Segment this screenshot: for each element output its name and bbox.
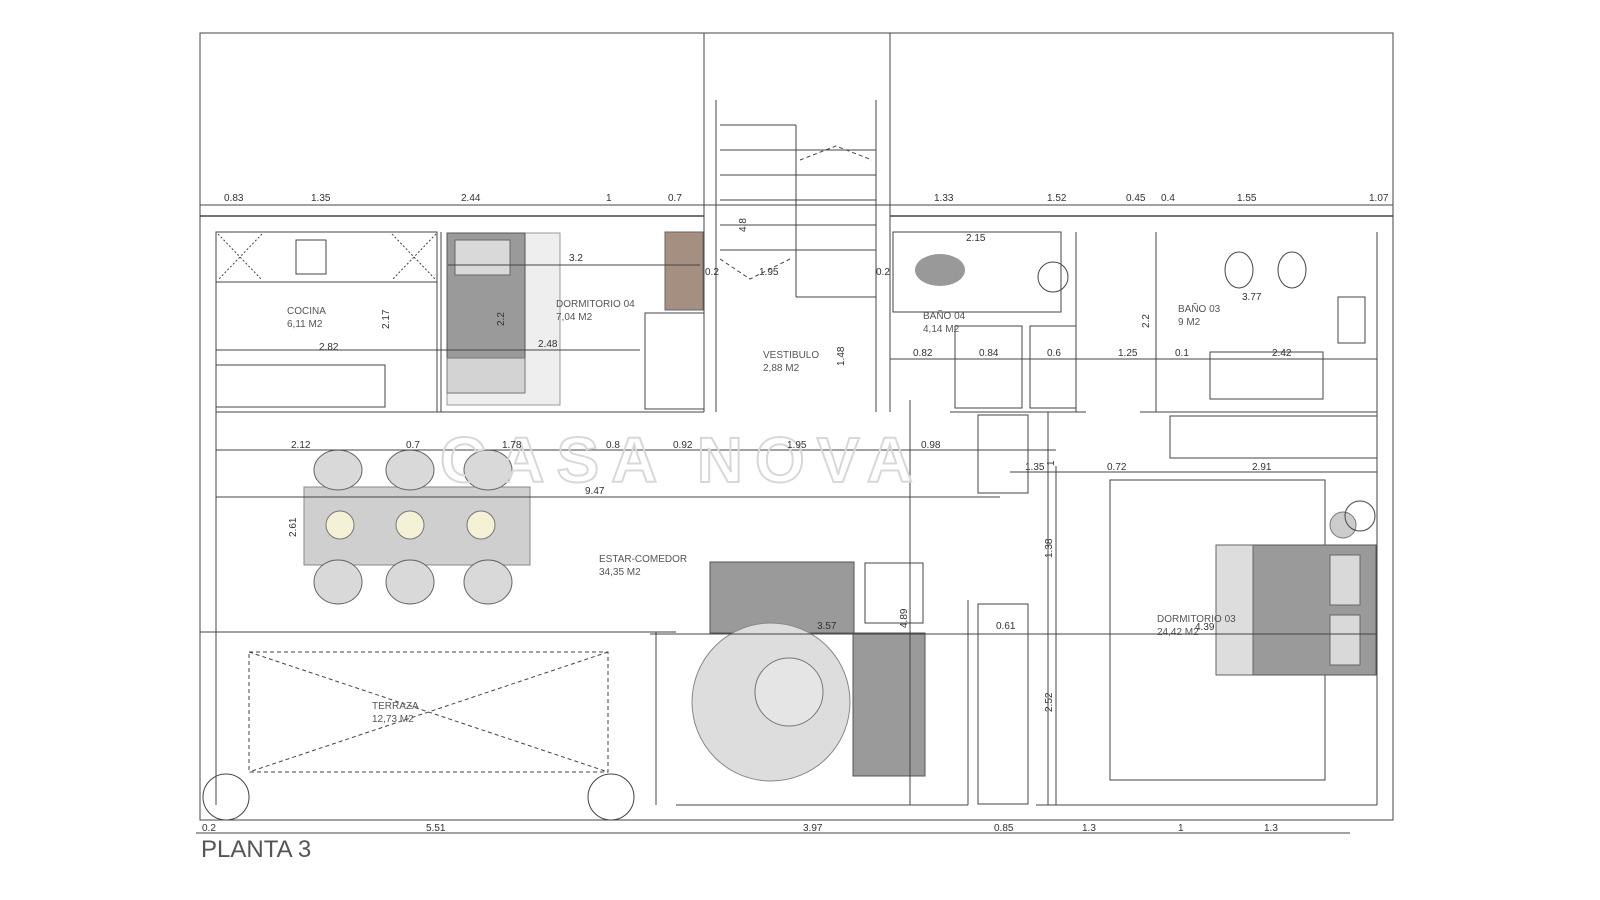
- dim-label: 0.7: [668, 193, 682, 204]
- dim-label: 3.97: [803, 823, 823, 834]
- dim-label: 0.85: [994, 823, 1014, 834]
- dim-label: 1.78: [502, 440, 522, 451]
- dim-label: 2.17: [381, 309, 392, 329]
- svg-text:7,04 M2: 7,04 M2: [556, 312, 593, 323]
- dim-label: 1.38: [1044, 538, 1055, 558]
- plan-title: PLANTA 3: [201, 836, 311, 863]
- svg-text:BAÑO 04: BAÑO 04: [923, 309, 966, 322]
- svg-text:2,88 M2: 2,88 M2: [763, 363, 800, 374]
- sofa-set: [691, 561, 926, 782]
- dim-label: 0.7: [406, 440, 420, 451]
- dim-label: 1.35: [1025, 462, 1045, 473]
- dim-label: 1: [606, 193, 612, 204]
- dim-label: 1.3: [1264, 823, 1278, 834]
- dim-label: 0.82: [913, 348, 933, 359]
- dim-label: 1.55: [1237, 193, 1257, 204]
- dim-label: 4.39: [1195, 622, 1215, 633]
- dim-label: 0.6: [1047, 348, 1061, 359]
- dining-table: [303, 449, 531, 605]
- dim-label: 3.57: [817, 621, 837, 632]
- dim-label: 4.89: [899, 608, 910, 628]
- svg-text:COCINA: COCINA: [287, 306, 326, 317]
- dim-label: 2.48: [538, 339, 558, 350]
- bathroom-fixtures: [892, 231, 1378, 459]
- dim-label: 0.45: [1126, 193, 1146, 204]
- dim-label: 1.07: [1369, 193, 1389, 204]
- room-label-bano-04: BAÑO 04 4,14 M2: [923, 309, 966, 335]
- dim-label: 1.25: [1118, 348, 1138, 359]
- dim-label: 1.48: [836, 346, 847, 366]
- staircase: [719, 124, 876, 298]
- dim-label: 1.33: [934, 193, 954, 204]
- room-label-terraza: TERRAZA 12,73 M2: [372, 701, 419, 725]
- dim-label: 2.15: [966, 233, 986, 244]
- room-label-dormitorio-04: DORMITORIO 04 7,04 M2: [556, 299, 635, 323]
- dim-label: 1: [1046, 460, 1057, 466]
- svg-text:DORMITORIO 03: DORMITORIO 03: [1157, 614, 1236, 625]
- walls: [199, 32, 1394, 821]
- dim-label: 4.8: [738, 218, 749, 232]
- watermark: CASA NOVA: [440, 424, 925, 496]
- room-label-vestibulo: VESTIBULO 2,88 M2: [763, 350, 819, 374]
- dim-label: 2.91: [1252, 462, 1272, 473]
- dim-label: 2.2: [1141, 314, 1152, 328]
- bed-dormitorio-04: [446, 231, 705, 410]
- dim-label: 2.61: [288, 517, 299, 537]
- dim-label: 0.84: [979, 348, 999, 359]
- dim-label: 0.72: [1107, 462, 1127, 473]
- dim-label: 1: [1178, 823, 1184, 834]
- svg-text:12,73 M2: 12,73 M2: [372, 714, 414, 725]
- room-label-cocina: COCINA 6,11 M2: [287, 306, 326, 330]
- dim-label: 0.61: [996, 621, 1016, 632]
- svg-text:24,42 M2: 24,42 M2: [1157, 627, 1199, 638]
- dim-label: 0.98: [921, 440, 941, 451]
- dim-label: 0.83: [224, 193, 244, 204]
- dim-label: 0.2: [876, 267, 890, 278]
- room-label-estar-comedor: ESTAR-COMEDOR 34,35 M2: [599, 554, 687, 578]
- room-label-dormitorio-03: DORMITORIO 03 24,42 M2: [1157, 614, 1236, 638]
- dim-label: 1.3: [1082, 823, 1096, 834]
- svg-text:BAÑO 03: BAÑO 03: [1178, 302, 1221, 315]
- dim-label: 0.92: [673, 440, 693, 451]
- dim-label: 0.4: [1161, 193, 1175, 204]
- dimension-lines: [196, 204, 1393, 834]
- kitchen-counter: [215, 231, 438, 408]
- svg-text:4,14 M2: 4,14 M2: [923, 324, 960, 335]
- dim-label: 5.51: [426, 823, 446, 834]
- dim-label: 3.77: [1242, 292, 1262, 303]
- dim-label: 1.35: [311, 193, 331, 204]
- svg-text:TERRAZA: TERRAZA: [372, 701, 419, 712]
- svg-text:ESTAR-COMEDOR: ESTAR-COMEDOR: [599, 554, 687, 565]
- dim-label: 0.2: [705, 267, 719, 278]
- dim-label: 2.12: [291, 440, 311, 451]
- dim-label: 0.8: [606, 440, 620, 451]
- svg-text:6,11 M2: 6,11 M2: [287, 319, 323, 330]
- room-label-bano-03: BAÑO 03 9 M2: [1178, 302, 1221, 328]
- dim-label: 2.52: [1044, 692, 1055, 712]
- dim-label: 3.2: [569, 253, 583, 264]
- svg-text:34,35 M2: 34,35 M2: [599, 567, 641, 578]
- terrace: [202, 651, 635, 821]
- dim-label: 9.47: [585, 486, 605, 497]
- svg-text:VESTIBULO: VESTIBULO: [763, 350, 819, 361]
- dim-label: 2.42: [1272, 348, 1292, 359]
- dim-label: 0.1: [1175, 348, 1189, 359]
- dim-label: 2.44: [461, 193, 481, 204]
- dim-label: 2.82: [319, 342, 339, 353]
- dim-label: 2.2: [496, 312, 507, 326]
- svg-text:DORMITORIO 04: DORMITORIO 04: [556, 299, 635, 310]
- bed-dormitorio-03: [977, 414, 1377, 805]
- dim-label: 1.95: [759, 267, 779, 278]
- dim-label: 1.95: [787, 440, 807, 451]
- svg-text:9 M2: 9 M2: [1178, 317, 1201, 328]
- dim-label: 0.2: [202, 823, 216, 834]
- dim-label: 1.52: [1047, 193, 1067, 204]
